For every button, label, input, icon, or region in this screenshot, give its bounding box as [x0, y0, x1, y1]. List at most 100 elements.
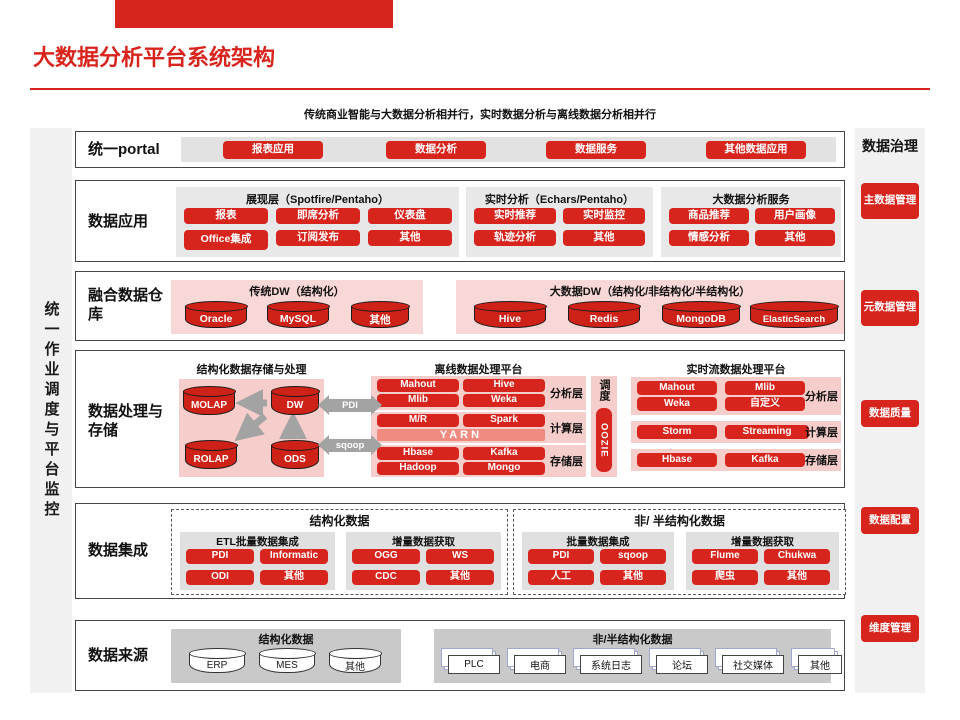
- int-node-ws: WS: [426, 549, 494, 564]
- int-node-odi: ODI: [186, 570, 254, 585]
- stream-node-weka: Weka: [637, 397, 717, 411]
- row-data-sources: 数据来源 结构化数据 ERP MES 其他 非/半结构化数据 PLC 电商 系统…: [75, 620, 845, 691]
- src-plc: PLC: [441, 648, 500, 674]
- row-label-warehouse: 融合数据仓库: [88, 287, 164, 323]
- etl-batch-title: ETL批量数据集成: [216, 536, 299, 548]
- panel-bigdata-service: 大数据分析服务 商品推荐 用户画像 情感分析 其他: [661, 187, 841, 257]
- offline-node-mahout: Mahout: [377, 379, 459, 392]
- offline-analysis-layer: Mahout Hive Mlib Weka 分析层: [371, 376, 586, 410]
- db-mongodb: MongoDB: [661, 301, 741, 328]
- dw-flow-arrows: [234, 389, 307, 442]
- app-node-office-integration: Office集成: [184, 230, 268, 250]
- section-unstructured-data: 非/ 半结构化数据 批量数据集成 PDI sqoop 人工 其他 增量数据获取 …: [513, 509, 846, 595]
- panel-unstructured-sources: 非/半结构化数据 PLC 电商 系统日志 论坛 社交媒体 其他: [434, 629, 842, 683]
- src-mes: MES: [258, 648, 316, 673]
- app-node-product-recommend: 商品推荐: [669, 208, 749, 224]
- stream-storage-layer: Hbase Kafka 存储层: [631, 449, 841, 471]
- panel-realtime-title: 实时分析（Echars/Pentaho）: [484, 194, 635, 206]
- node-molap: MOLAP: [182, 386, 236, 415]
- stream-platform-title: 实时流数据处理平台: [686, 364, 786, 376]
- offline-node-mlib: Mlib: [377, 394, 459, 407]
- db-oracle: Oracle: [184, 301, 248, 328]
- offline-node-mr: M/R: [377, 414, 459, 427]
- app-node-realtime-other: 其他: [563, 230, 645, 246]
- stream-compute-layer: Storm Streaming 计算层: [631, 421, 841, 443]
- unstructured-sources-title: 非/半结构化数据: [592, 634, 673, 646]
- incremental-unstructured-title: 增量数据获取: [731, 536, 794, 548]
- row-label-portal: 统一portal: [88, 141, 160, 158]
- offline-node-yarn: YARN: [377, 429, 545, 441]
- int-node-incr2-other: 其他: [764, 570, 830, 585]
- structured-data-title: 结构化数据: [309, 514, 370, 528]
- stream-node-hbase: Hbase: [637, 453, 717, 467]
- app-node-trajectory-analysis: 轨迹分析: [474, 230, 556, 246]
- stream-node-custom: 自定义: [725, 397, 805, 411]
- row-unified-portal: 统一portal 报表应用 数据分析 数据服务 其他数据应用: [75, 131, 845, 168]
- row-data-warehouse: 融合数据仓库 传统DW（结构化） Oracle MySQL 其他 大数据DW（结…: [75, 271, 845, 341]
- governance-item-dimension: 维度管理: [861, 615, 919, 642]
- panel-incremental-structured: 增量数据获取 OGG WS CDC 其他: [346, 532, 501, 590]
- row-data-application: 数据应用 展现层（Spotfire/Pentaho） 报表 即席分析 仪表盘 O…: [75, 180, 845, 262]
- app-node-dashboard: 仪表盘: [368, 208, 452, 224]
- offline-node-hive: Hive: [463, 379, 545, 392]
- page-title: 大数据分析平台系统架构: [33, 45, 276, 70]
- page-subtitle: 传统商业智能与大数据分析相并行，实时数据分析与离线数据分析相并行: [304, 109, 656, 121]
- int-node-batch-other: 其他: [600, 570, 666, 585]
- batch-unstructured-title: 批量数据集成: [566, 536, 630, 548]
- app-node-bigdata-other: 其他: [755, 230, 835, 246]
- stream-analysis-layer: Mahout Mlib Weka 自定义 分析层: [631, 377, 841, 415]
- int-node-manual: 人工: [528, 570, 594, 585]
- src-other-db: 其他: [328, 648, 382, 673]
- portal-node-report-app: 报表应用: [223, 141, 323, 159]
- panel-structured-sources: 结构化数据 ERP MES 其他: [171, 629, 401, 683]
- db-hive: Hive: [473, 301, 547, 328]
- app-node-present-other: 其他: [368, 230, 452, 246]
- stream-node-mlib: Mlib: [725, 381, 805, 395]
- app-node-report: 报表: [184, 208, 268, 224]
- panel-structured-processing: MOLAP DW ROLAP ODS: [179, 379, 324, 477]
- int-node-sqoop: sqoop: [600, 549, 666, 564]
- offline-compute-layer: M/R Spark YARN 计算层: [371, 412, 586, 443]
- int-node-chukwa: Chukwa: [764, 549, 830, 564]
- panel-traditional-dw: 传统DW（结构化） Oracle MySQL 其他: [171, 280, 423, 334]
- offline-storage-label: 存储层: [550, 456, 583, 468]
- offline-compute-label: 计算层: [550, 422, 583, 435]
- stream-compute-label: 计算层: [805, 427, 838, 439]
- scheduler-oozie-bar: OOZIE: [596, 408, 612, 472]
- offline-platform-title: 离线数据处理平台: [434, 364, 523, 376]
- offline-node-weka: Weka: [463, 394, 545, 407]
- int-node-pdi2: PDI: [528, 549, 594, 564]
- src-social-media: 社交媒体: [715, 648, 784, 674]
- node-dw: DW: [270, 386, 320, 415]
- app-node-realtime-recommend: 实时推荐: [474, 208, 556, 224]
- row-data-processing: 数据处理与存储 结构化数据存储与处理 MOLAP DW ROLAP ODS PD…: [75, 350, 845, 488]
- int-node-pdi: PDI: [186, 549, 254, 564]
- title-divider: [30, 88, 930, 90]
- left-rail-label: 统一作业调度与平台监控: [42, 300, 60, 521]
- src-system-logs: 系统日志: [573, 648, 642, 674]
- node-rolap: ROLAP: [184, 440, 238, 469]
- panel-traditional-dw-title: 传统DW（结构化）: [249, 286, 345, 298]
- panel-etl-batch: ETL批量数据集成 PDI Informatic ODI 其他: [180, 532, 335, 590]
- scheduler-label: 调度: [598, 379, 610, 401]
- left-rail: 统一作业调度与平台监控: [30, 128, 72, 693]
- panel-realtime-analysis: 实时分析（Echars/Pentaho） 实时推荐 实时监控 轨迹分析 其他: [466, 187, 653, 257]
- int-node-cdc: CDC: [352, 570, 420, 585]
- src-other: 其他: [791, 648, 842, 674]
- panel-incremental-unstructured: 增量数据获取 Flume Chukwa 爬虫 其他: [686, 532, 839, 590]
- scheduler-column: 调度 OOZIE: [591, 376, 617, 477]
- int-node-incr-other: 其他: [426, 570, 494, 585]
- db-traditional-other: 其他: [350, 301, 410, 328]
- top-accent-bar: [115, 0, 393, 28]
- unstructured-data-title: 非/ 半结构化数据: [634, 514, 725, 528]
- int-node-flume: Flume: [692, 549, 758, 564]
- panel-bigdata-service-title: 大数据分析服务: [712, 194, 790, 206]
- governance-item-master-data: 主数据管理: [861, 183, 919, 219]
- offline-analysis-label: 分析层: [550, 388, 583, 400]
- row-label-integration: 数据集成: [88, 542, 149, 559]
- governance-item-data-quality: 数据质量: [861, 400, 919, 427]
- offline-storage-layer: Hbase Kafka Hadoop Mongo 存储层: [371, 445, 586, 477]
- offline-node-spark: Spark: [463, 414, 545, 427]
- stream-node-storm: Storm: [637, 425, 717, 439]
